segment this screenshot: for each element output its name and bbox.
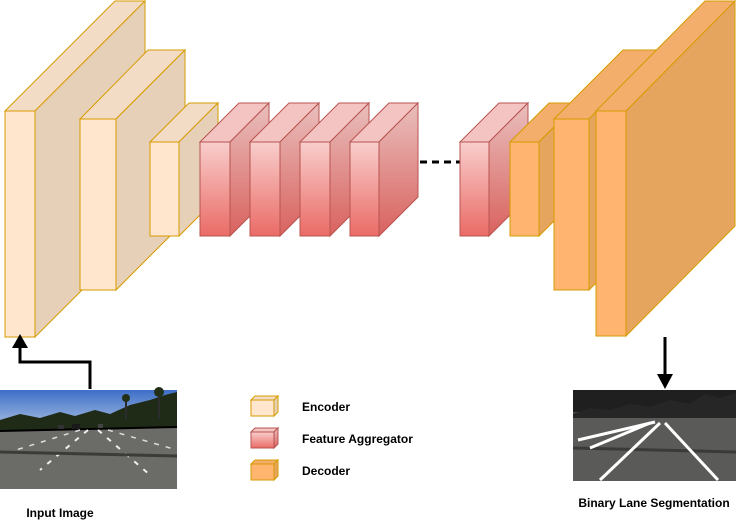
- input-caption: Input Image: [26, 506, 94, 520]
- aggregator-block-4: [348, 101, 420, 238]
- legend-label-aggregator: Feature Aggregator: [302, 432, 413, 446]
- output-segmentation-image: [572, 390, 737, 482]
- legend-item-encoder: Encoder: [249, 394, 350, 418]
- output-caption: Binary Lane Segmentation: [578, 496, 729, 510]
- legend-label-decoder: Decoder: [302, 464, 350, 478]
- decoder-block-3: [594, 0, 737, 338]
- input-road-image: [0, 387, 178, 489]
- decoder-stack: [508, 0, 737, 338]
- arrow-up-icon: [12, 334, 92, 389]
- legend-label-encoder: Encoder: [302, 400, 350, 414]
- arrow-down-icon: [657, 337, 673, 389]
- encoder-stack: [3, 0, 220, 339]
- legend: Encoder Feature Aggregator Decoder: [249, 394, 413, 482]
- legend-item-decoder: Decoder: [249, 458, 350, 482]
- legend-item-aggregator: Feature Aggregator: [249, 426, 413, 450]
- aggregator-stack: [198, 101, 530, 238]
